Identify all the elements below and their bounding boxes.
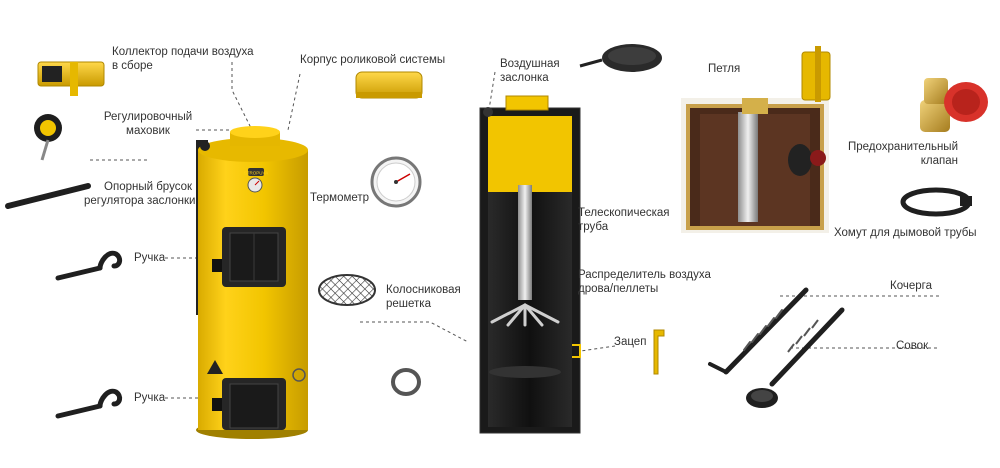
hinge-part <box>801 46 831 102</box>
label-chimney-clamp: Хомут для дымовой трубы <box>834 227 977 239</box>
air-distributor-cutaway <box>490 303 560 327</box>
label-handle-bottom: Ручка <box>134 392 166 404</box>
label-air-damper: Воздушная заслонка <box>500 58 560 84</box>
label-poker: Кочерга <box>890 280 932 292</box>
boiler-main: STROPUVA <box>196 126 308 439</box>
brand-plate <box>248 168 264 176</box>
handle-top-part <box>55 250 123 281</box>
lower-door-handle <box>212 398 222 411</box>
scoop-part <box>746 307 845 408</box>
label-air-distributor: Распределитель воздуха дрова/пеллеты <box>578 269 711 295</box>
warning-triangle-icon <box>207 360 223 374</box>
handwheel-part <box>34 114 62 161</box>
label-hook: Зацеп <box>614 336 647 348</box>
handwheel-on-boiler <box>200 141 210 151</box>
air-damper-part <box>579 44 662 72</box>
ring-part <box>391 368 421 396</box>
grate-part <box>318 274 376 306</box>
roller-housing-on-boiler <box>230 126 280 138</box>
label-handwheel: Регулировочный маховик <box>103 111 193 137</box>
handle-bottom-part <box>55 388 123 419</box>
label-hinge: Петля <box>708 63 741 75</box>
label-thermometer: Термометр <box>310 192 370 204</box>
support-bar-part <box>5 183 91 209</box>
label-support-bar: Опорный брусок регулятора заслонки <box>84 181 196 207</box>
poker-part <box>708 287 809 375</box>
inset-top-view <box>681 98 829 233</box>
hook-part <box>653 329 665 375</box>
label-roller-housing: Корпус роликовой системы <box>300 54 446 66</box>
label-scoop: Совок <box>896 340 929 352</box>
thermometer-gauge-icon <box>370 156 422 208</box>
telescopic-pipe-cutaway <box>518 185 532 300</box>
chimney-clamp-part <box>900 187 972 217</box>
boiler-cutaway <box>479 95 581 434</box>
label-relief-valve: Предохранительный клапан <box>848 141 958 167</box>
roller-housing-part <box>355 71 423 99</box>
upper-door-handle <box>212 259 222 272</box>
label-handle-top: Ручка <box>134 252 166 264</box>
label-grate: Колосниковая решетка <box>386 284 461 310</box>
air-collector-part <box>37 61 105 96</box>
relief-valve-part <box>920 78 988 132</box>
brand-text: STROPUVA <box>244 171 268 176</box>
label-air-collector: Коллектор подачи воздуха в сборе <box>112 46 254 72</box>
label-telescopic-pipe: Телескопическая труба <box>578 207 670 233</box>
